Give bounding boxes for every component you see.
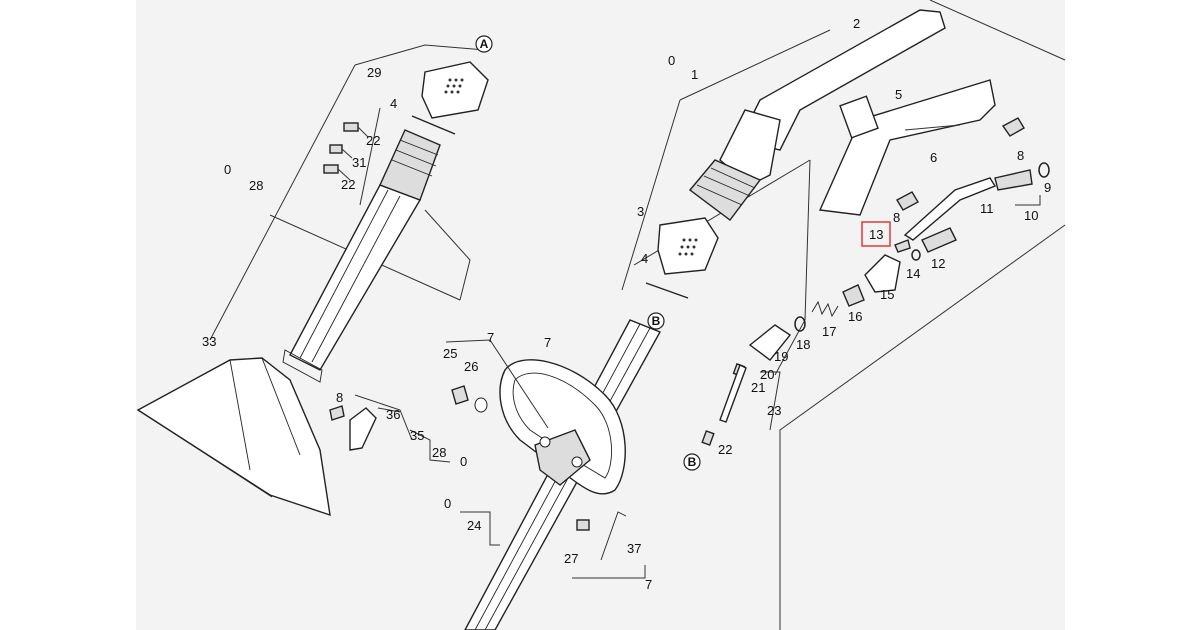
callout-31: 31 <box>352 155 366 170</box>
callout-9: 9 <box>1044 180 1051 195</box>
handle-ring <box>499 359 626 495</box>
hose-fitting <box>688 159 762 221</box>
callout-4-a: 4 <box>390 96 397 111</box>
callout-12: 12 <box>931 256 945 271</box>
valve-36 <box>349 407 377 451</box>
callout-23: 23 <box>767 403 781 418</box>
callout-25: 25 <box>443 346 457 361</box>
part-29-block <box>421 61 489 119</box>
callout-28-b: 28 <box>432 445 446 460</box>
callout-0-d: 0 <box>444 496 451 511</box>
callout-8-a: 8 <box>336 390 343 405</box>
callout-13: 13 <box>869 227 883 242</box>
callout-0-b: 0 <box>668 53 675 68</box>
callout-7-a: 7 <box>487 330 494 345</box>
callout-0-c: 0 <box>460 454 467 469</box>
callout-8-c: 8 <box>893 210 900 225</box>
callout-33: 33 <box>202 334 216 349</box>
svg-text:A: A <box>480 37 489 51</box>
callout-26: 26 <box>464 359 478 374</box>
callout-27: 27 <box>564 551 578 566</box>
callout-17: 17 <box>822 324 836 339</box>
callout-8-b: 8 <box>1017 148 1024 163</box>
callout-6: 6 <box>930 150 937 165</box>
extension-pipe <box>289 184 422 371</box>
upholstery-nozzle-assembly: A <box>136 35 493 517</box>
callout-1: 1 <box>691 67 698 82</box>
callout-7-c: 7 <box>645 577 652 592</box>
callout-0-a: 0 <box>224 162 231 177</box>
callout-37: 37 <box>627 541 641 556</box>
grip-handle <box>738 9 946 151</box>
callout-28-a: 28 <box>249 178 263 193</box>
callout-3: 3 <box>637 204 644 219</box>
callout-19: 19 <box>774 349 788 364</box>
callout-16: 16 <box>848 309 862 324</box>
spray-handle-assembly: B <box>621 9 1050 471</box>
callout-24: 24 <box>467 518 481 533</box>
callout-2: 2 <box>853 16 860 31</box>
callout-22-c: 22 <box>718 442 732 457</box>
callout-18: 18 <box>796 337 810 352</box>
callout-11: 11 <box>980 201 994 216</box>
callout-21: 21 <box>751 380 765 395</box>
svg-text:B: B <box>688 455 697 469</box>
callout-35: 35 <box>410 428 424 443</box>
callout-29: 29 <box>367 65 381 80</box>
callout-7-b: 7 <box>544 335 551 350</box>
marker-a: A <box>475 35 493 53</box>
callout-10: 10 <box>1024 208 1038 223</box>
callout-4-b: 4 <box>641 251 648 266</box>
frame-lines <box>779 0 1066 630</box>
callout-labels: 0 1 2 3 4 4 5 6 7 7 7 8 8 8 9 10 11 12 1… <box>202 16 1051 592</box>
marker-b-top: B <box>647 312 665 330</box>
pipe-end-fitting <box>379 129 441 201</box>
handle-assembly: B <box>445 312 665 630</box>
callout-22-a: 22 <box>366 133 380 148</box>
highlight-box-13 <box>861 221 891 247</box>
marker-b-bottom: B <box>683 453 701 471</box>
small-fittings-22-31 <box>323 122 369 181</box>
callout-36: 36 <box>386 407 400 422</box>
bracket-plate <box>818 79 996 216</box>
callout-20: 20 <box>760 367 774 382</box>
callout-14: 14 <box>906 266 920 281</box>
callout-5: 5 <box>895 87 902 102</box>
callout-22-b: 22 <box>341 177 355 192</box>
callout-15: 15 <box>880 287 894 302</box>
svg-text:B: B <box>652 314 661 328</box>
nozzle-head <box>136 357 331 517</box>
